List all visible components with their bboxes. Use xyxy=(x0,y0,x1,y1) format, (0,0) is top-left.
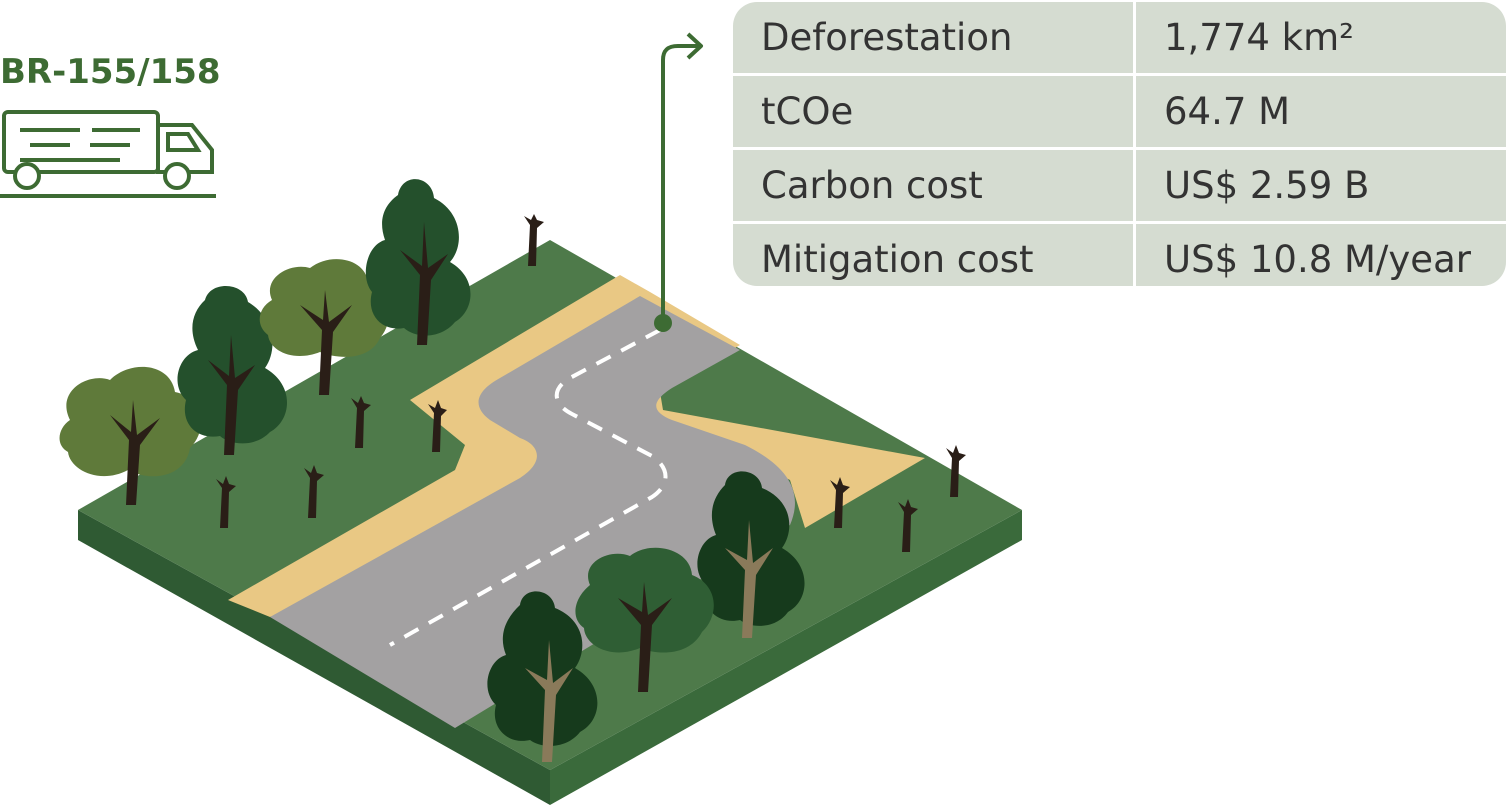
stats-panel: Deforestation 1,774 km² tCOe 64.7 M Carb… xyxy=(733,2,1506,286)
tree-dark-left xyxy=(177,285,288,455)
stumps xyxy=(216,214,966,552)
stump xyxy=(428,400,447,452)
tree-dark-front xyxy=(487,591,598,762)
table-row: Mitigation cost US$ 10.8 M/year xyxy=(733,221,1506,286)
tree-dark-back xyxy=(365,179,471,345)
tree-dark-right xyxy=(697,471,805,638)
stats-table: Deforestation 1,774 km² tCOe 64.7 M Carb… xyxy=(733,2,1506,286)
stump xyxy=(304,465,324,518)
stump xyxy=(898,499,918,552)
stump xyxy=(946,445,966,497)
ground-side-right xyxy=(550,510,1022,805)
road-center-line xyxy=(389,328,668,647)
table-row: tCOe 64.7 M xyxy=(733,73,1506,149)
stump xyxy=(830,477,850,528)
stat-value: US$ 10.8 M/year xyxy=(1134,221,1506,286)
ground-side-left xyxy=(78,510,550,805)
table-row: Deforestation 1,774 km² xyxy=(733,2,1506,75)
callout-arrow-icon xyxy=(654,32,703,332)
tree-green-front xyxy=(575,547,714,692)
table-row: Carbon cost US$ 2.59 B xyxy=(733,147,1506,223)
stump xyxy=(351,396,371,448)
stat-label: tCOe xyxy=(733,73,1136,149)
stump xyxy=(524,214,544,266)
stat-value: 64.7 M xyxy=(1134,73,1506,149)
stat-label: Mitigation cost xyxy=(733,221,1136,286)
tree-olive-left xyxy=(59,366,202,505)
road-name: BR-155/158 xyxy=(0,52,221,92)
truck-icon xyxy=(0,110,216,198)
road-asphalt xyxy=(270,296,795,728)
tree-olive-back xyxy=(259,259,390,395)
stat-value: 1,774 km² xyxy=(1164,16,1354,59)
stat-value: US$ 2.59 B xyxy=(1134,147,1506,223)
stat-label: Deforestation xyxy=(733,2,1136,75)
stump xyxy=(216,476,236,528)
stat-label: Carbon cost xyxy=(733,147,1136,223)
